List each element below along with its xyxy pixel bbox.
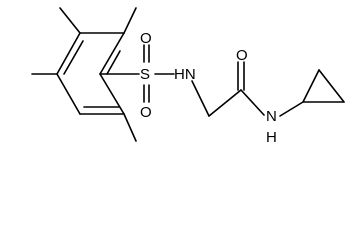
ring-double-bond-c xyxy=(106,50,121,75)
carbonyl-nitrogen-bond xyxy=(240,89,265,116)
cyclopropyl-bond-1 xyxy=(302,69,320,103)
ring-bond-1 xyxy=(99,32,125,75)
cyclopropyl-ring xyxy=(302,69,345,103)
mesityl-ring xyxy=(56,32,125,115)
methyl-bond-top-left xyxy=(59,7,81,34)
sulfonyl-oxygen-lower-label: O xyxy=(140,104,152,121)
sulfonyl-oxygen-upper-label: O xyxy=(140,30,152,47)
nitrogen-methylene-bond xyxy=(191,80,210,117)
ring-double-bond-a xyxy=(63,40,84,75)
sulfur-label: S xyxy=(140,66,150,83)
cyclopropyl-bond-2 xyxy=(318,69,345,103)
carbonyl-oxygen-label: O xyxy=(236,47,248,64)
structure-canvas: S O O HN O N H xyxy=(31,7,345,146)
ring-bond-6 xyxy=(99,73,125,115)
amide-nitrogen-label: N xyxy=(266,108,277,125)
ring-bond-4 xyxy=(56,73,81,115)
nitrogen-cyclopropyl-bond xyxy=(279,101,304,117)
molecule-structure: S O O HN O N H xyxy=(31,7,345,146)
sulfonamide-nitrogen-label: HN xyxy=(174,66,196,83)
ring-bond-3 xyxy=(56,32,81,75)
methyl-bond-top xyxy=(123,7,137,34)
amide-hydrogen-label: H xyxy=(266,129,277,146)
methylene-carbonyl-bond xyxy=(208,89,242,117)
methyl-bond-bottom xyxy=(123,113,137,142)
